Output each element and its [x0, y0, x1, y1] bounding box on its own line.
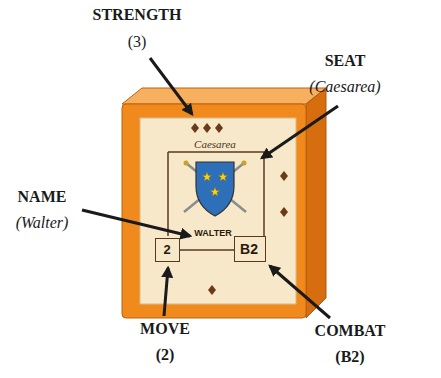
strength-diamond [280, 171, 288, 181]
block-front [122, 104, 306, 318]
callout-title: SEAT [325, 52, 366, 70]
leader-arrow [262, 106, 338, 158]
strength-diamond [203, 123, 211, 133]
shield-star [202, 172, 212, 181]
strength-diamond [280, 207, 288, 217]
strength-diamond [191, 123, 199, 133]
node-text: Caesarea [194, 138, 236, 150]
leader-arrow [164, 268, 168, 316]
callout-title: MOVE [140, 320, 190, 338]
callout-title: STRENGTH [93, 6, 182, 24]
callout-value: (Caesarea) [309, 78, 380, 96]
shield-star [218, 172, 228, 181]
shield [196, 162, 234, 216]
block-label [140, 118, 296, 304]
block-top [122, 88, 326, 104]
sword-hilt [184, 161, 189, 166]
leader-arrow [150, 58, 192, 114]
block-label-face: CaesareaWALTER 2 B2 [140, 118, 296, 304]
callout-title: NAME [18, 188, 67, 206]
callout-value: (3) [128, 33, 147, 51]
callout-title: COMBAT [315, 322, 386, 340]
combat-box: B2 [234, 236, 266, 262]
leader-arrow [270, 266, 330, 318]
strength-diamond [208, 285, 216, 295]
node-text: WALTER [194, 228, 231, 238]
move-box: 2 [155, 238, 180, 262]
callout-value: (Walter) [16, 214, 69, 232]
block-side [306, 88, 326, 318]
callout-value: (2) [156, 346, 175, 364]
node-text: B2 [240, 241, 258, 257]
callout-value: (B2) [335, 348, 364, 366]
strength-diamond [215, 123, 223, 133]
sword-hilt [242, 161, 247, 166]
node-text: 2 [163, 242, 170, 257]
shield-star [210, 187, 220, 196]
leader-arrow [82, 210, 190, 236]
